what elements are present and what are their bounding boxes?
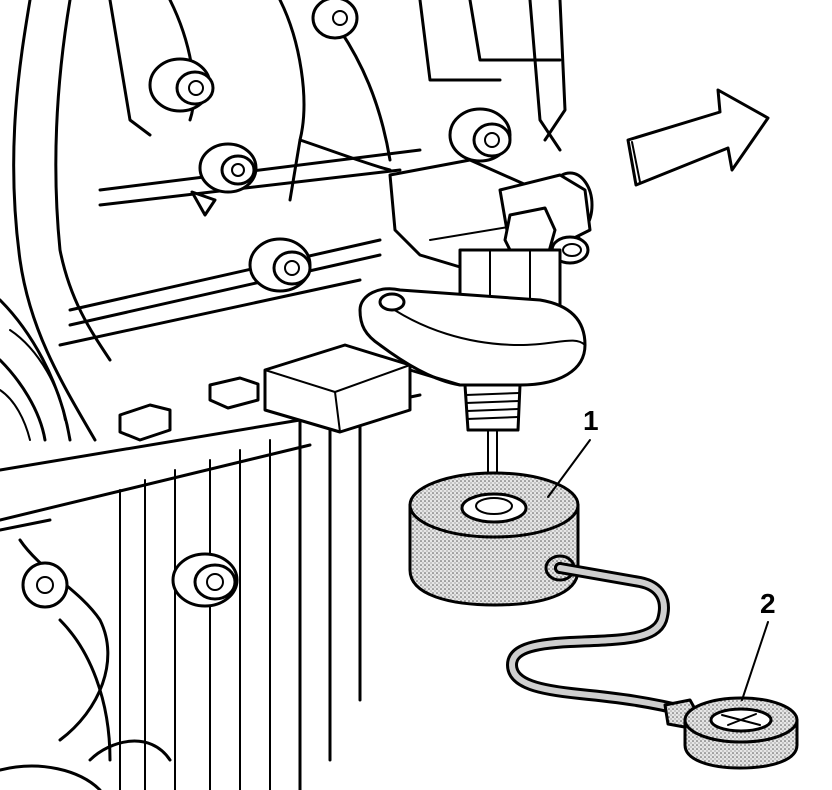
callout-1-label: 1 <box>583 405 599 436</box>
bolt-boss <box>198 142 258 194</box>
bolt-boss <box>311 0 359 40</box>
bolt-boss <box>448 107 512 163</box>
bolt-boss <box>148 57 215 113</box>
callout-1: 1 <box>547 405 599 498</box>
callout-2-label: 2 <box>760 588 776 619</box>
sensor-cable <box>506 562 696 718</box>
sensor-connector <box>663 696 799 770</box>
callout-2: 2 <box>741 588 776 701</box>
direction-arrow-icon <box>626 88 770 187</box>
sensor-body <box>408 471 580 607</box>
bolt-boss <box>171 552 239 608</box>
bolt-boss <box>248 237 312 293</box>
sensor-mount-bracket <box>358 158 594 432</box>
bolt-boss <box>18 538 110 742</box>
engine-block <box>0 0 567 790</box>
